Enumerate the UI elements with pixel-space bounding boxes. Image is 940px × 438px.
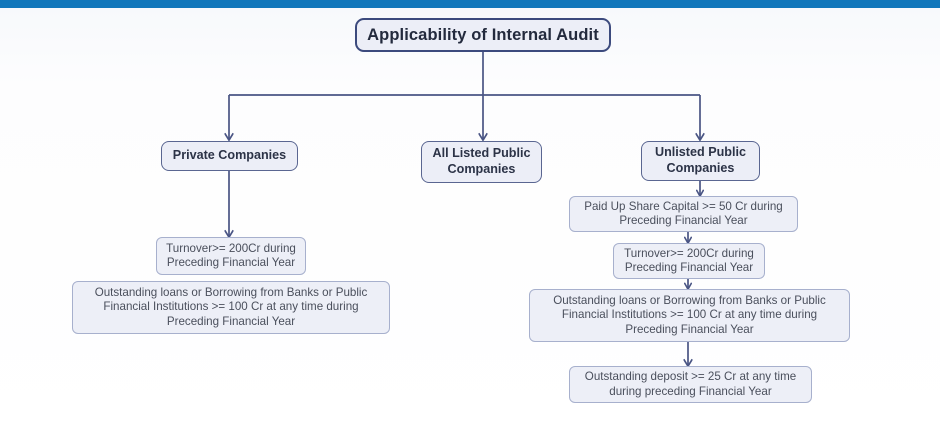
- node-unlisted-turnover-label: Turnover>= 200Cr during Preceding Financ…: [624, 247, 754, 276]
- node-unlisted-loans-label: Outstanding loans or Borrowing from Bank…: [553, 294, 826, 337]
- node-private-turnover[interactable]: Turnover>= 200Cr during Preceding Financ…: [156, 237, 306, 275]
- label-line-1: Turnover>= 200Cr during: [166, 241, 296, 255]
- node-unlisted-public-companies[interactable]: Unlisted Public Companies: [641, 141, 760, 181]
- node-private-loans-label: Outstanding loans or Borrowing from Bank…: [95, 286, 368, 329]
- node-unlisted-deposit-label: Outstanding deposit >= 25 Cr at any time…: [585, 370, 796, 399]
- node-unlisted-loans[interactable]: Outstanding loans or Borrowing from Bank…: [529, 289, 850, 342]
- label-line-1: Unlisted Public: [655, 145, 746, 160]
- label-line-1: Turnover>= 200Cr during: [624, 246, 754, 260]
- node-private-loans[interactable]: Outstanding loans or Borrowing from Bank…: [72, 281, 390, 334]
- label-line-2: Companies: [666, 161, 735, 175]
- label-line-3: Preceding Financial Year: [625, 322, 754, 336]
- node-unlisted-public-companies-label: Unlisted Public Companies: [655, 145, 746, 176]
- label-line-3: Preceding Financial Year: [166, 314, 296, 328]
- label-line-2: Preceding Financial Year: [166, 256, 296, 269]
- label-line-2: Companies: [447, 162, 516, 176]
- label-line-1: All Listed Public: [432, 146, 531, 161]
- label-line-2: Financial Institutions >= 100 Cr at any …: [103, 300, 359, 314]
- node-unlisted-share-capital[interactable]: Paid Up Share Capital >= 50 Cr during Pr…: [569, 196, 798, 232]
- label-line-1: Outstanding deposit >= 25 Cr at any time: [584, 370, 797, 384]
- label-line-1: Outstanding loans or Borrowing from Bank…: [553, 293, 826, 307]
- label-line-1: Outstanding loans or Borrowing from Bank…: [94, 285, 368, 299]
- label-line-2: during preceding Financial Year: [609, 384, 772, 398]
- node-all-listed-public-companies-label: All Listed Public Companies: [433, 146, 531, 177]
- accent-top-bar: [0, 0, 940, 8]
- label-line-2: Preceding Financial Year: [619, 214, 748, 227]
- node-unlisted-deposit[interactable]: Outstanding deposit >= 25 Cr at any time…: [569, 366, 812, 403]
- node-root[interactable]: Applicability of Internal Audit: [355, 18, 611, 52]
- label-line-1: Paid Up Share Capital >= 50 Cr during: [584, 199, 783, 213]
- node-unlisted-share-capital-label: Paid Up Share Capital >= 50 Cr during Pr…: [584, 200, 783, 229]
- node-root-label: Applicability of Internal Audit: [367, 25, 599, 44]
- node-unlisted-turnover[interactable]: Turnover>= 200Cr during Preceding Financ…: [613, 243, 765, 279]
- node-private-companies-label: Private Companies: [172, 148, 287, 163]
- label-line-2: Financial Institutions >= 100 Cr at any …: [561, 308, 818, 322]
- label-line-2: Preceding Financial Year: [624, 261, 754, 274]
- node-all-listed-public-companies[interactable]: All Listed Public Companies: [421, 141, 542, 183]
- node-private-companies[interactable]: Private Companies: [161, 141, 298, 171]
- node-private-turnover-label: Turnover>= 200Cr during Preceding Financ…: [166, 242, 296, 271]
